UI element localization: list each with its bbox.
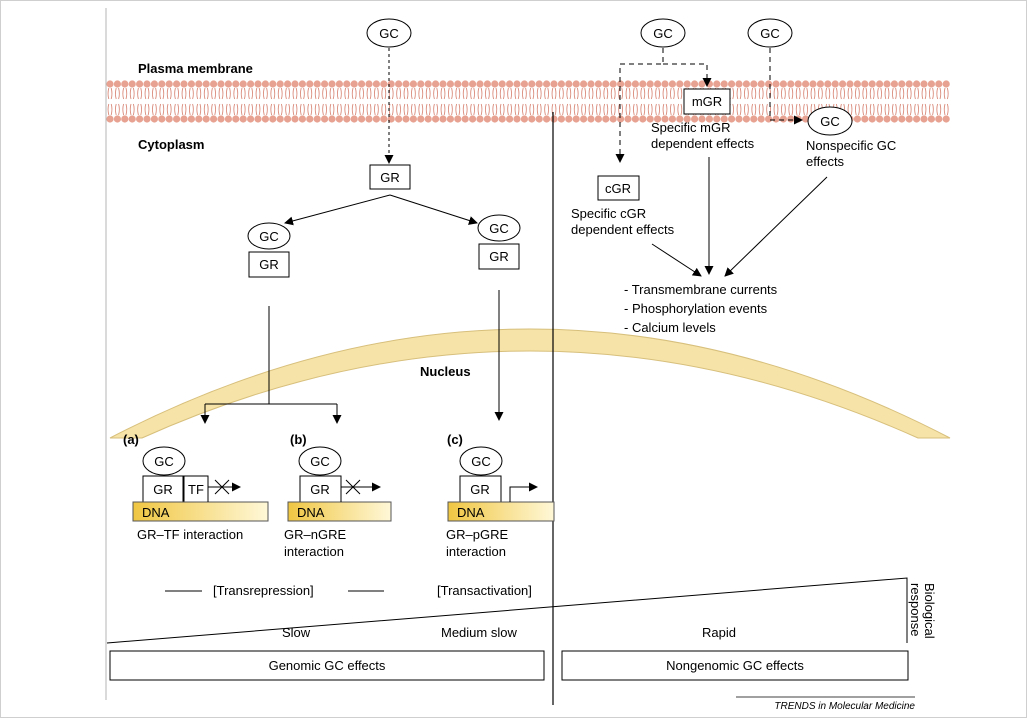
specific-cgr-label-2: dependent effects [571, 222, 675, 237]
svg-text:GC: GC [471, 454, 491, 469]
svg-text:GR: GR [470, 482, 490, 497]
arrow-to-left-complex [284, 194, 391, 226]
panel-c-tag: (c) [447, 432, 463, 447]
svg-text:cGR: cGR [605, 181, 631, 196]
panel-a-caption: GR–TF interaction [137, 527, 243, 542]
dashed-to-cgr [615, 48, 664, 163]
svg-text:GC: GC [653, 26, 673, 41]
gc-top: GC [366, 18, 412, 48]
svg-text:GR: GR [259, 257, 279, 272]
dashed-to-nonspecific-gc [769, 48, 803, 125]
gr-cytoplasm: GR [369, 164, 411, 190]
nonspecific-gc-label-1: Nonspecific GC [806, 138, 896, 153]
dashed-to-mgr [663, 63, 712, 87]
svg-text:GR: GR [489, 249, 509, 264]
svg-text:GR: GR [380, 170, 400, 185]
speed-slow: Slow [282, 625, 311, 640]
svg-text:DNA: DNA [142, 505, 170, 520]
effect-calcium: - Calcium levels [624, 320, 716, 335]
svg-text:DNA: DNA [457, 505, 485, 520]
speed-medium-slow: Medium slow [441, 625, 517, 640]
speed-rapid: Rapid [702, 625, 736, 640]
svg-text:GC: GC [379, 26, 399, 41]
gc-gr-complex-right: GC GR [477, 214, 521, 270]
response-axis-label-1: Biological [922, 583, 937, 639]
nongenomic-effects-box: Nongenomic GC effects [561, 650, 909, 681]
nuclear-envelope [109, 328, 951, 439]
mgr-receptor: mGR [683, 88, 731, 115]
panel-c-caption-2: interaction [446, 544, 506, 559]
specific-mgr-label-1: Specific mGR [651, 120, 730, 135]
svg-text:TF: TF [188, 482, 204, 497]
nucleus-label: Nucleus [420, 364, 471, 379]
panel-b-caption-1: GR–nGRE [284, 527, 346, 542]
arrow-cgr-to-effects [651, 243, 702, 277]
svg-text:GC: GC [310, 454, 330, 469]
svg-text:GC: GC [154, 454, 174, 469]
svg-text:Genomic GC effects: Genomic GC effects [269, 658, 386, 673]
specific-mgr-label-2: dependent effects [651, 136, 755, 151]
svg-text:GR: GR [310, 482, 330, 497]
response-wedge [106, 577, 908, 644]
gc-nonspecific: GC [807, 106, 853, 136]
svg-text:DNA: DNA [297, 505, 325, 520]
svg-text:GC: GC [760, 26, 780, 41]
svg-text:GR: GR [153, 482, 173, 497]
svg-text:mGR: mGR [692, 94, 722, 109]
panel-b-tag: (b) [290, 432, 307, 447]
specific-cgr-label-1: Specific cGR [571, 206, 646, 221]
effect-transmembrane-currents: - Transmembrane currents [624, 282, 778, 297]
panel-a-tag: (a) [123, 432, 139, 447]
gc-nonspecific-source: GC [747, 18, 793, 48]
plasma-membrane-label: Plasma membrane [138, 61, 253, 76]
svg-text:GC: GC [259, 229, 279, 244]
panel-a: (a) GC GR TF DNA GR–TF interaction [123, 432, 269, 542]
svg-text:GC: GC [820, 114, 840, 129]
response-axis-label-2: response [908, 583, 923, 636]
panel-b: (b) GC GR DNA GR–nGRE interaction [284, 432, 392, 559]
cgr-receptor: cGR [597, 175, 640, 201]
svg-text:GC: GC [489, 221, 509, 236]
panel-c-caption-1: GR–pGRE [446, 527, 508, 542]
plasma-membrane-bilayer [106, 80, 950, 123]
journal-credit: TRENDS in Molecular Medicine [774, 701, 915, 712]
arrow-nonspecific-to-effects [724, 176, 828, 277]
panel-c: (c) GC GR DNA GR–pGRE interaction [446, 432, 555, 559]
transactivation-label: [Transactivation] [437, 583, 532, 598]
genomic-effects-box: Genomic GC effects [109, 650, 545, 681]
nonspecific-gc-label-2: effects [806, 154, 845, 169]
cytoplasm-label: Cytoplasm [138, 137, 204, 152]
svg-text:Nongenomic GC effects: Nongenomic GC effects [666, 658, 804, 673]
gc-gr-complex-left: GC GR [247, 222, 291, 278]
gc-mgr-source: GC [640, 18, 686, 48]
effect-phosphorylation: - Phosphorylation events [624, 301, 768, 316]
transrepression-label: [Transrepression] [213, 583, 314, 598]
panel-b-caption-2: interaction [284, 544, 344, 559]
arrow-to-right-complex [389, 194, 478, 225]
